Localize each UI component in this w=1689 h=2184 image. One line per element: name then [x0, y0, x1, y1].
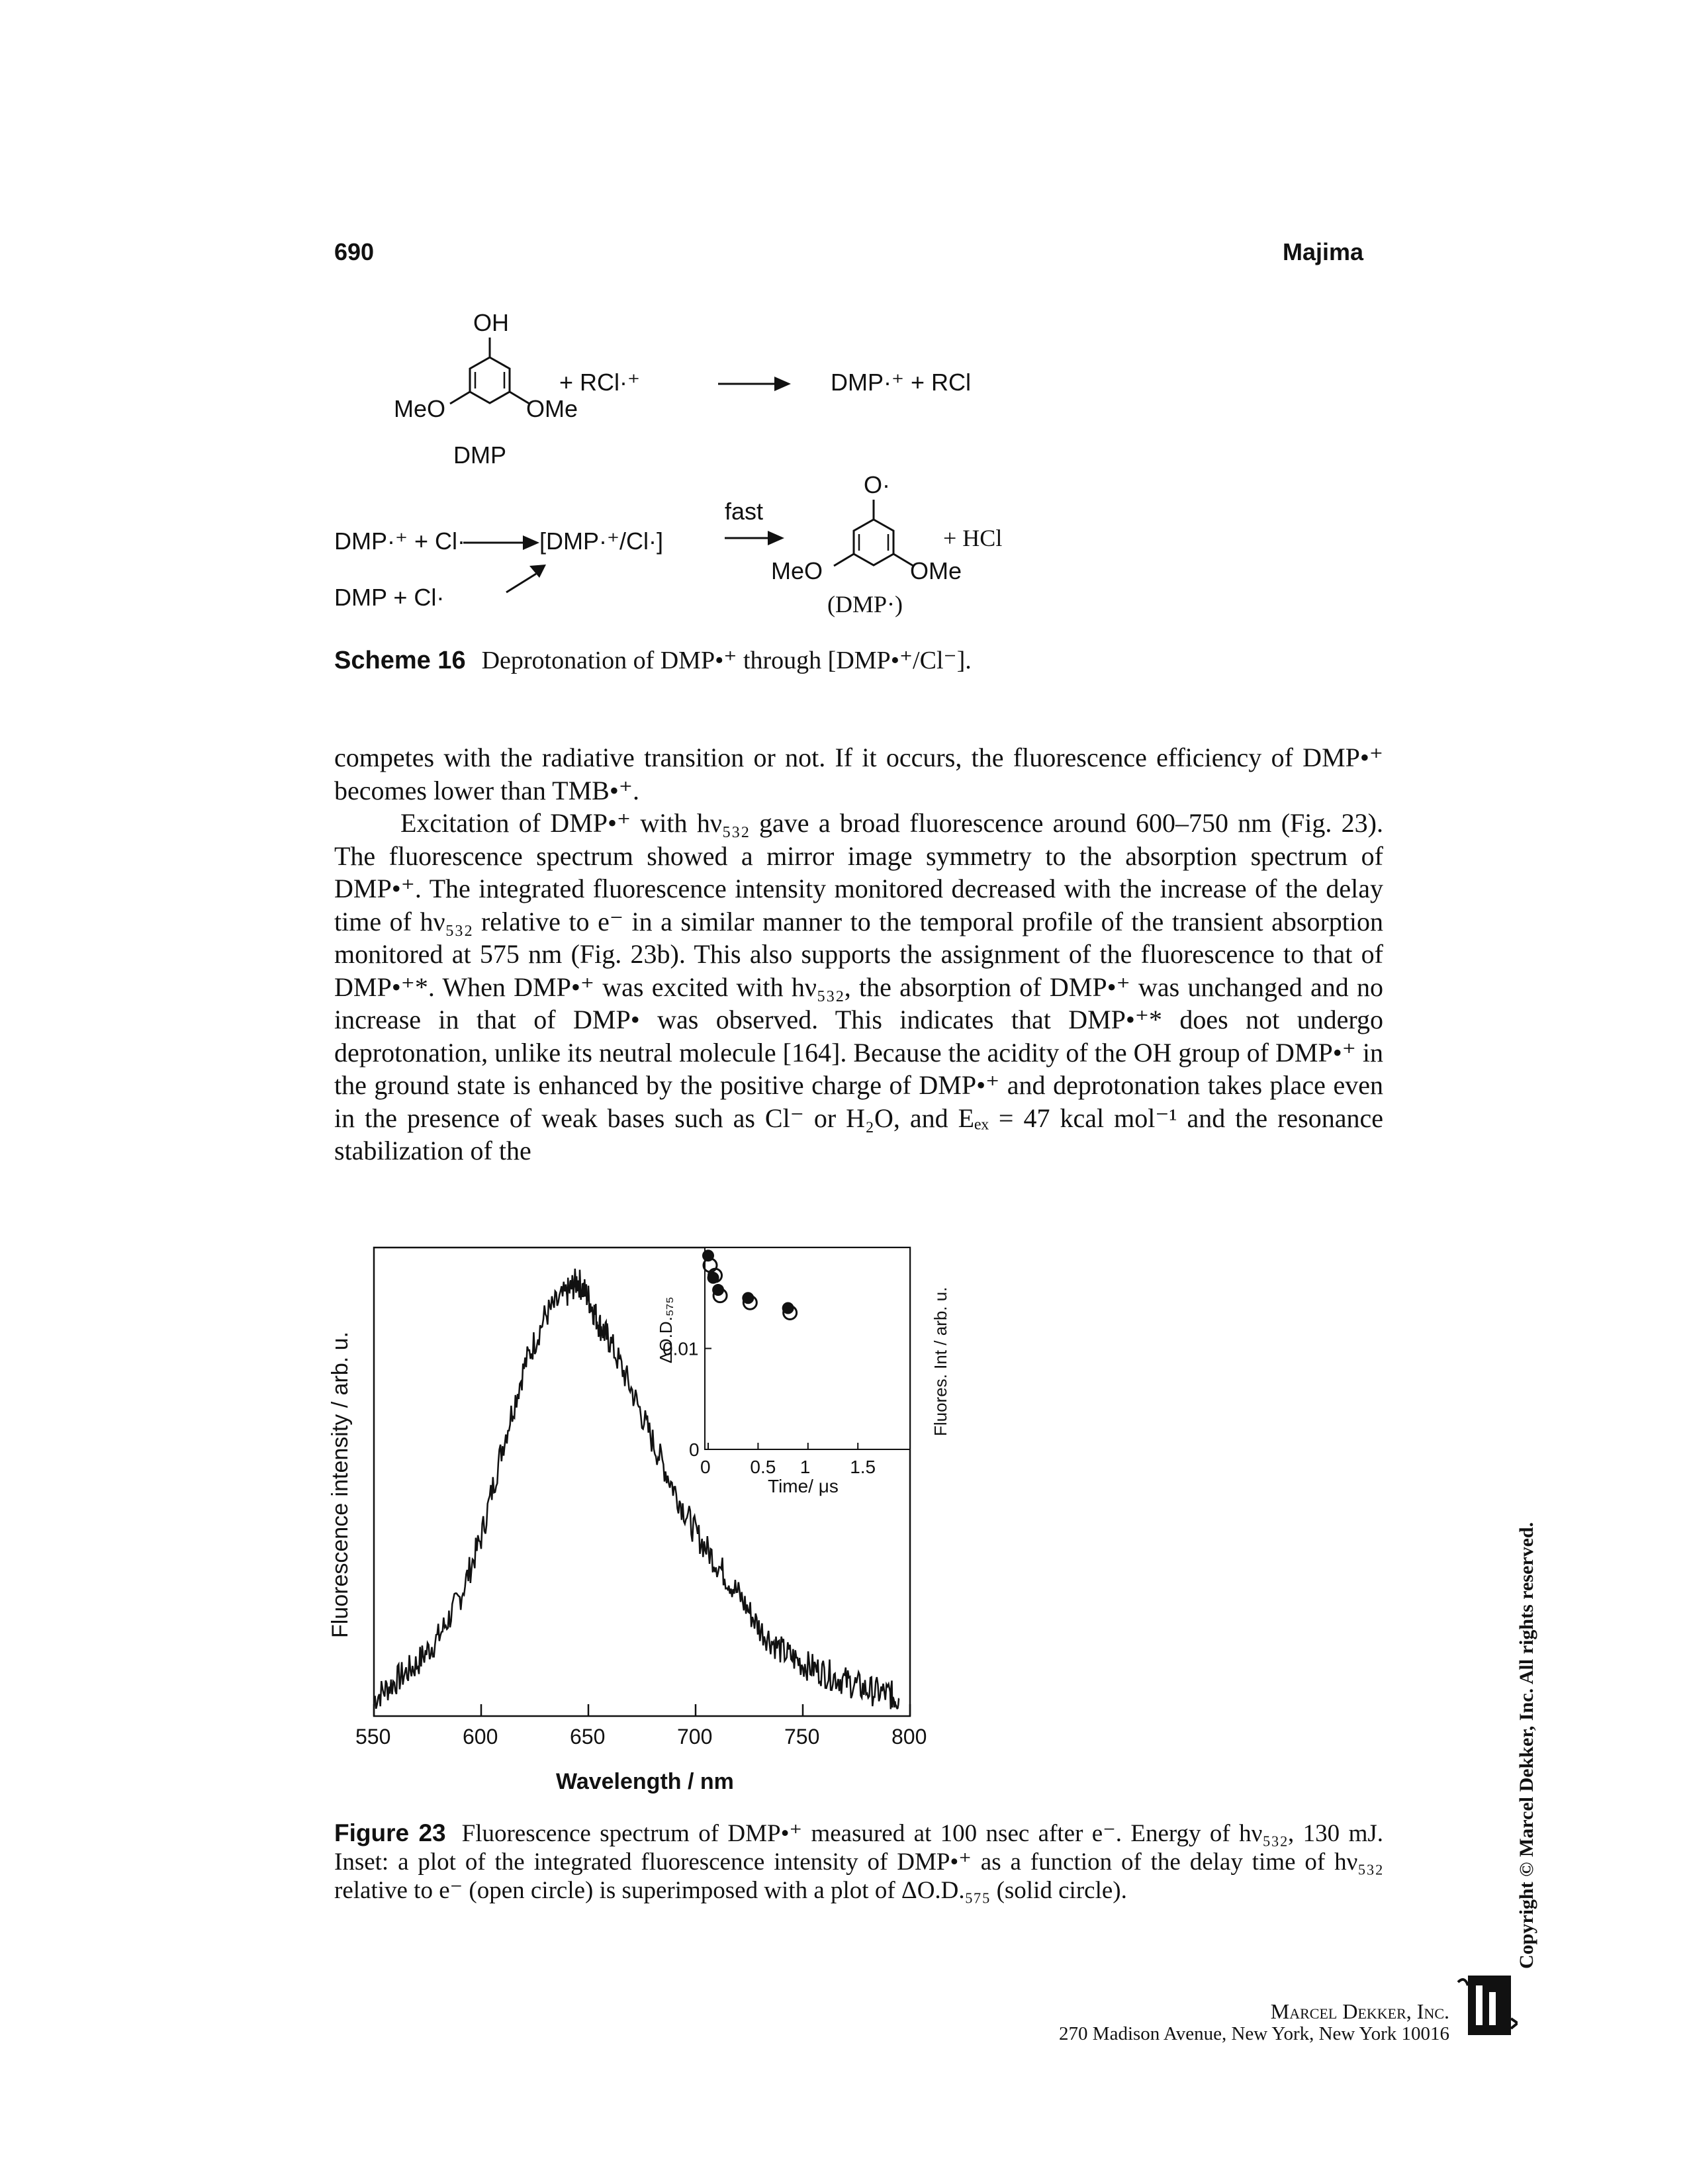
ome-label: OMe	[526, 395, 578, 422]
benzene-ring	[469, 356, 511, 404]
reactant-label: DMP·⁺ + Cl·	[334, 527, 465, 555]
x-tick-label: 800	[891, 1725, 927, 1749]
figure-caption-text: Fluorescence spectrum of DMP•⁺ measured …	[334, 1820, 1383, 1904]
product-label: DMP·⁺ + RCl	[831, 369, 971, 396]
scheme-caption-text: Deprotonation of DMP•⁺ through [DMP•⁺/Cl…	[481, 647, 972, 674]
reagent-label: + RCl·⁺	[559, 369, 640, 396]
complex-label: [DMP·⁺/Cl·]	[539, 527, 663, 555]
inset-x-tick-label: 0.5	[750, 1457, 776, 1477]
main-x-tick-labels: 550 600 650 700 750 800	[355, 1725, 927, 1749]
fast-label: fast	[725, 498, 763, 525]
dmp-label: DMP	[453, 441, 506, 469]
paragraph: competes with the radiative transition o…	[334, 743, 1383, 805]
inset-ticks	[705, 1347, 859, 1450]
inset-open-point	[742, 1295, 758, 1310]
publisher-block: Marcel Dekker, Inc. 270 Madison Avenue, …	[1032, 2000, 1449, 2045]
o-radical-label: O·	[864, 471, 890, 498]
x-tick-label: 700	[677, 1725, 712, 1749]
inset-open-point	[708, 1267, 723, 1283]
dmp-radical-label: (DMP·)	[827, 591, 903, 617]
x-tick-label: 600	[463, 1725, 498, 1749]
y-axis-label: Fluorescence intensity / arb. u.	[328, 1332, 353, 1638]
x-tick-label: 650	[570, 1725, 605, 1749]
inset-solid-point	[742, 1292, 754, 1304]
x-tick-label: 750	[784, 1725, 819, 1749]
scheme-16-diagram: OH MeO OMe + RCl·⁺ DMP DMP·⁺ + RCl DMP·⁺…	[334, 309, 1002, 617]
x-axis-label: Wavelength / nm	[556, 1769, 734, 1794]
publisher-name: Marcel Dekker, Inc.	[1270, 1999, 1449, 2023]
paragraph: Excitation of DMP•⁺ with hν₅₃₂ gave a br…	[334, 808, 1383, 1165]
main-plot-frame	[373, 1246, 911, 1717]
arrow-head	[523, 535, 539, 550]
inset-y-tick-label: 0.01	[662, 1339, 699, 1359]
inset-open-point	[782, 1305, 798, 1321]
copyright-notice: Copyright © Marcel Dekker, Inc. All righ…	[1516, 1522, 1537, 1969]
inset-data-points	[702, 1250, 798, 1321]
arrow-head	[774, 377, 791, 391]
scheme-caption-label: Scheme 16	[334, 647, 466, 674]
inset-tick-labels: 0 0.5 1 1.5 0 0.01	[662, 1339, 876, 1478]
inset-y-tick-label: 0	[689, 1439, 700, 1460]
inset-solid-point	[782, 1302, 794, 1314]
inset-y-axis-label-right: Fluores. Int / arb. u.	[931, 1287, 950, 1436]
page-number: 690	[334, 238, 375, 265]
inset-y-axis-label: ΔO.D.₅₇₅	[656, 1297, 676, 1363]
body-text: competes with the radiative transition o…	[334, 741, 1383, 1167]
figure-caption-label: Figure 23	[334, 1819, 446, 1846]
hcl-label: + HCl	[943, 525, 1002, 551]
x-tick-label: 550	[355, 1725, 390, 1749]
meo-label: MeO	[394, 395, 445, 422]
publisher-address: 270 Madison Avenue, New York, New York 1…	[1059, 2023, 1449, 2044]
inset-x-tick-label: 0	[700, 1457, 711, 1477]
main-x-ticks	[373, 1704, 911, 1716]
figure-23-chart: 550 600 650 700 750 800 Wavelength / nm Fluor…	[328, 1246, 950, 1794]
inset-x-tick-label: 1	[800, 1457, 811, 1477]
oh-label: OH	[473, 309, 509, 336]
benzene-ring	[852, 518, 895, 567]
meo-label: MeO	[771, 557, 823, 584]
inset-x-axis-label: Time/ μs	[768, 1476, 839, 1496]
arrow-head	[768, 531, 784, 545]
inset-x-tick-label: 1.5	[850, 1457, 876, 1477]
arrow-head	[529, 565, 546, 578]
inset-frame	[704, 1247, 911, 1450]
scheme-caption: Scheme 16 Deprotonation of DMP•⁺ through …	[334, 645, 1393, 675]
inset-open-point	[712, 1288, 728, 1304]
reactant2-label: DMP + Cl·	[334, 584, 444, 611]
fluorescence-spectrum-line	[373, 1268, 900, 1710]
running-head: Majima	[1283, 238, 1364, 265]
publisher-logo-icon	[1457, 1976, 1518, 2035]
ome-label: OMe	[910, 557, 962, 584]
